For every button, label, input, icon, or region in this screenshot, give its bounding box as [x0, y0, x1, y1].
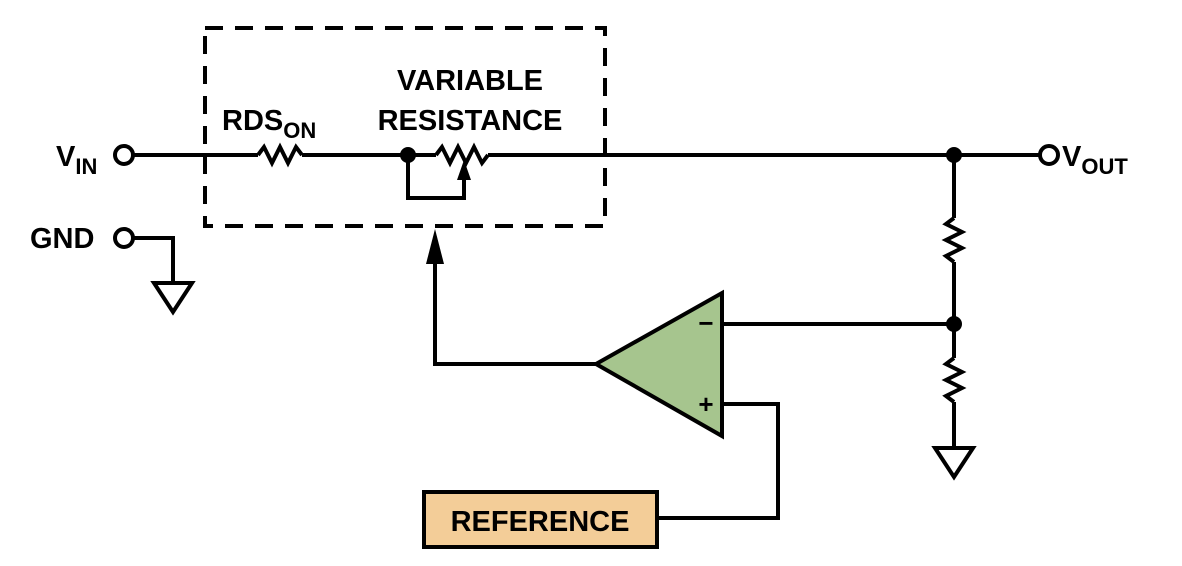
opamp-minus-label: − [698, 308, 713, 338]
ground-symbol-icon [150, 281, 196, 316]
ground-symbol-icon [931, 446, 977, 481]
reference-label: REFERENCE [451, 506, 630, 538]
control-arrow-icon [426, 229, 444, 264]
vout-label: VOUT [1062, 141, 1128, 179]
pass-element-box [203, 26, 607, 228]
opamp-plus-label: + [698, 389, 713, 419]
divider-resistor-top [941, 216, 967, 264]
vin-label: VIN [56, 141, 97, 179]
vout-terminal [1038, 144, 1060, 166]
gnd-wire [133, 236, 175, 283]
rds-on-label: RDSON [222, 105, 316, 143]
reference-block [422, 490, 659, 549]
gnd-terminal [113, 227, 135, 249]
resistance-label: RESISTANCE [378, 105, 563, 137]
variable-resistor-wiper-wire [406, 155, 466, 200]
variable-label: VARIABLE [397, 65, 543, 97]
rds-on-resistor [256, 142, 304, 168]
error-amplifier [591, 289, 724, 440]
divider-resistor-bottom [941, 356, 967, 404]
reference-wire [657, 402, 780, 520]
variable-resistor [434, 142, 490, 168]
vin-terminal [113, 144, 135, 166]
gnd-label: GND [30, 223, 94, 255]
control-wire [433, 262, 596, 366]
wiper-arrow-icon [457, 160, 471, 180]
